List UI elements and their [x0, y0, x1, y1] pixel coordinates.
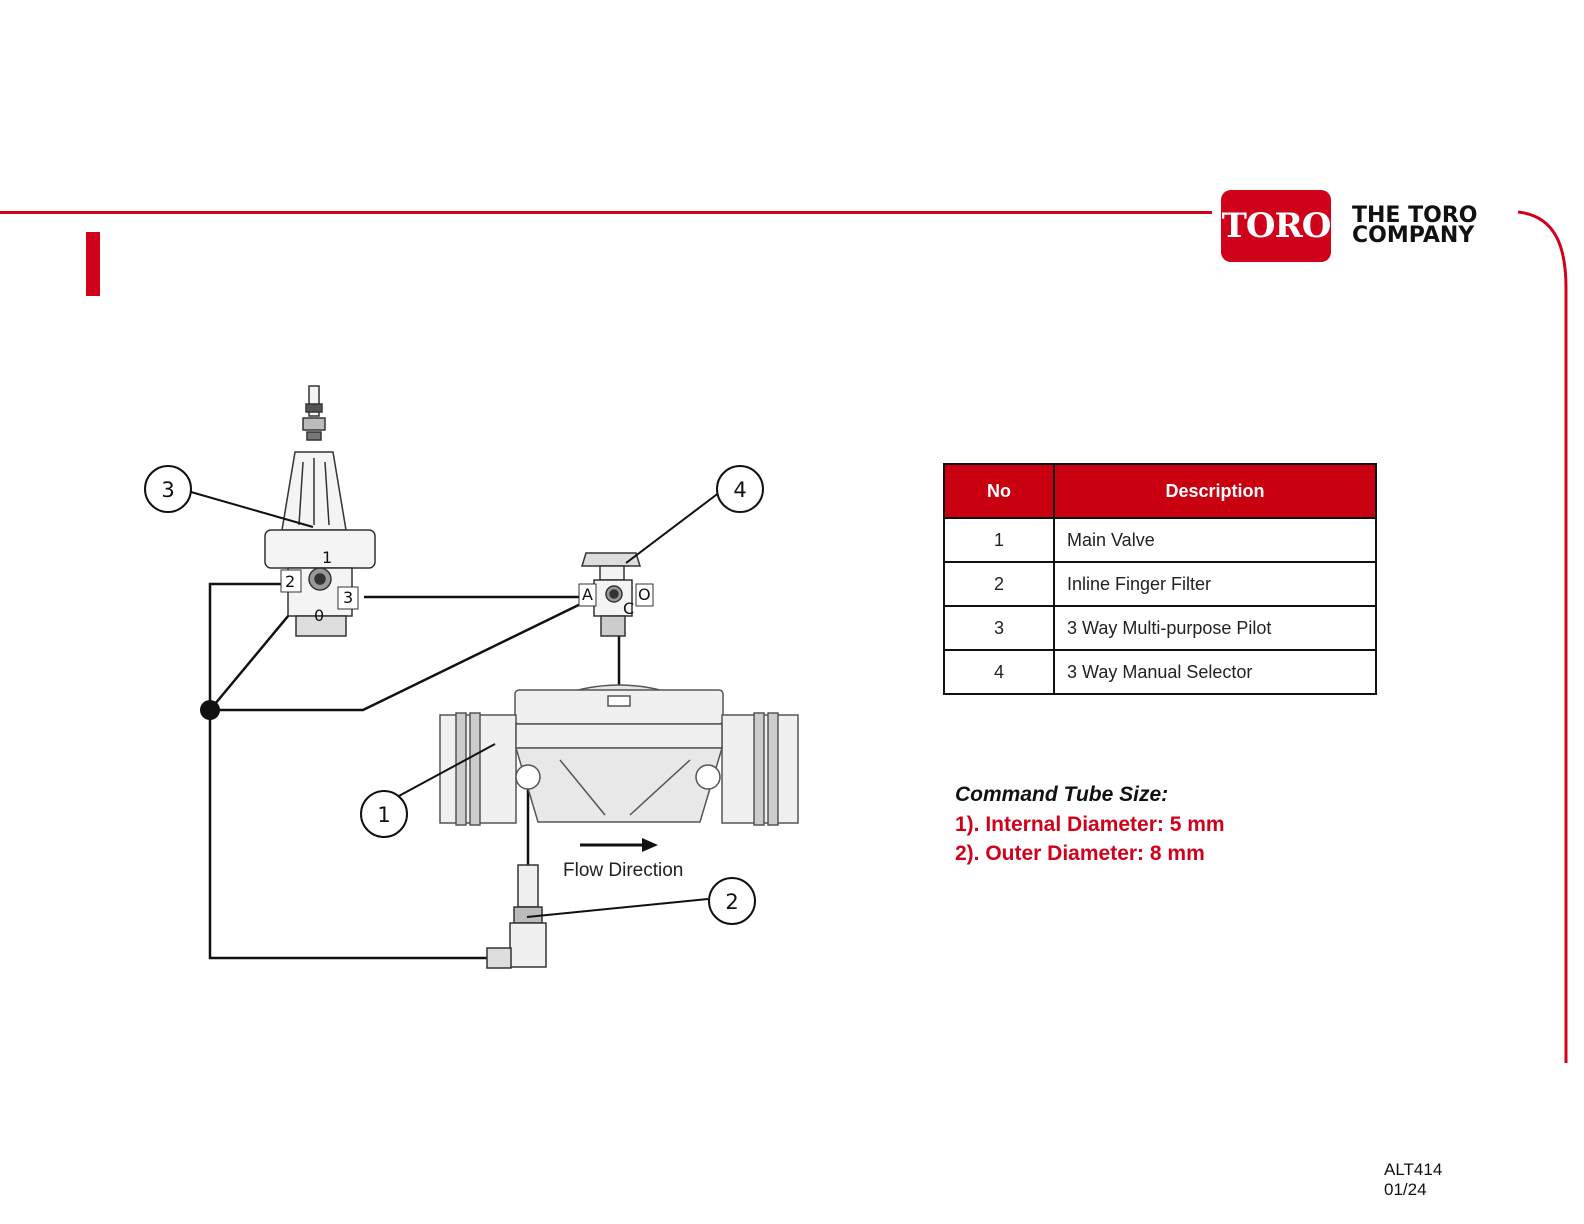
table-row: 3 3 Way Multi-purpose Pilot — [944, 606, 1376, 650]
flow-direction-arrow — [580, 838, 658, 852]
table-header-row: No Description — [944, 464, 1376, 518]
selector-port-label: O — [638, 585, 651, 604]
callout-number: 2 — [725, 890, 738, 914]
document-footer: ALT414 01/24 — [1384, 1160, 1442, 1200]
column-header-no: No — [944, 464, 1054, 518]
callout-4: 4 — [717, 466, 763, 512]
row-description: 3 Way Multi-purpose Pilot — [1054, 606, 1376, 650]
callout-2: 2 — [709, 878, 755, 924]
row-description: Inline Finger Filter — [1054, 562, 1376, 606]
table-row: 1 Main Valve — [944, 518, 1376, 562]
command-tube-size-note: Command Tube Size: 1). Internal Diameter… — [955, 783, 1225, 871]
pilot-port-label: 2 — [285, 572, 295, 591]
document-date: 01/24 — [1384, 1180, 1442, 1200]
pilot-port-label: 0 — [314, 606, 324, 625]
callout-number: 1 — [377, 803, 390, 827]
row-description: 3 Way Manual Selector — [1054, 650, 1376, 694]
table-row: 2 Inline Finger Filter — [944, 562, 1376, 606]
row-number: 1 — [944, 518, 1054, 562]
table-row: 4 3 Way Manual Selector — [944, 650, 1376, 694]
row-description: Main Valve — [1054, 518, 1376, 562]
callout-number: 4 — [733, 478, 746, 502]
callout-number: 3 — [161, 478, 174, 502]
row-number: 3 — [944, 606, 1054, 650]
tubing-junction-dot — [200, 700, 220, 720]
flow-direction-label: Flow Direction — [563, 860, 683, 881]
document-code: ALT414 — [1384, 1160, 1442, 1180]
pilot-port-label: 3 — [343, 588, 353, 607]
callout-1: 1 — [361, 791, 407, 837]
pilot-port-label: 1 — [322, 548, 332, 567]
row-number: 4 — [944, 650, 1054, 694]
tube-size-title: Command Tube Size: — [955, 783, 1225, 807]
parts-table: No Description 1 Main Valve 2 Inline Fin… — [943, 463, 1377, 695]
main-valve-drawing — [440, 685, 798, 825]
internal-diameter-text: 1). Internal Diameter: 5 mm — [955, 813, 1225, 837]
column-header-description: Description — [1054, 464, 1376, 518]
callout-3: 3 — [145, 466, 191, 512]
outer-diameter-text: 2). Outer Diameter: 8 mm — [955, 842, 1225, 866]
selector-port-label: C — [623, 599, 634, 618]
selector-port-label: A — [582, 585, 593, 604]
row-number: 2 — [944, 562, 1054, 606]
